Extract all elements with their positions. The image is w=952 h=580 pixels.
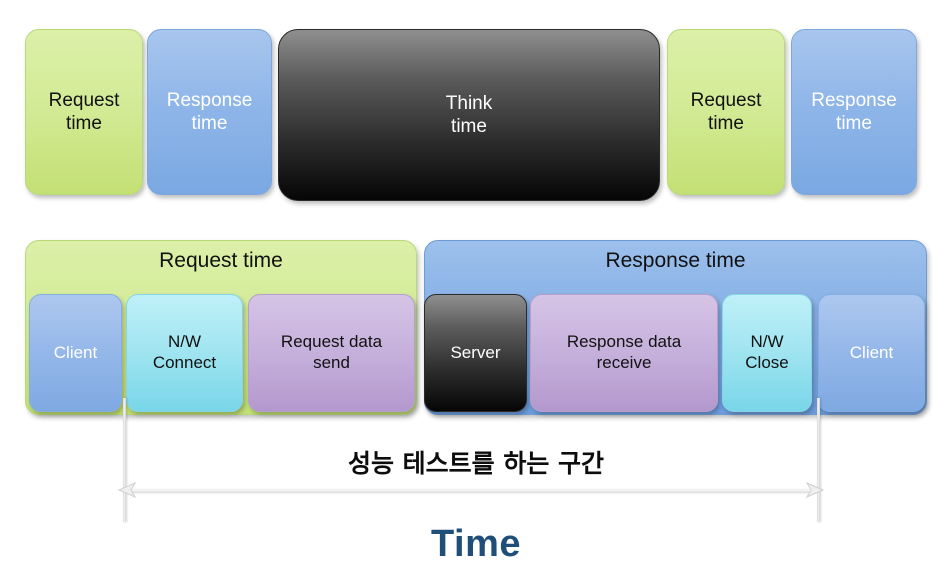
block-client-1[interactable]: Client: [29, 294, 122, 412]
group-title: Response time: [605, 249, 746, 272]
span-arrow-left-icon: [118, 480, 136, 500]
group-title: Request time: [159, 249, 283, 272]
span-end-guideline: [817, 398, 820, 522]
block-label: Client: [849, 342, 894, 362]
span-start-guideline: [123, 398, 126, 522]
span-arrow-right-icon: [806, 480, 824, 500]
block-client-2[interactable]: Client: [818, 294, 925, 412]
block-label: Client: [53, 342, 98, 362]
span-label: 성능 테스트를 하는 구간: [347, 449, 605, 478]
time-axis-title: Time: [430, 523, 521, 565]
block-server[interactable]: Server: [424, 294, 527, 412]
span-measure-line: [128, 489, 814, 492]
block-label: Server: [450, 342, 501, 362]
